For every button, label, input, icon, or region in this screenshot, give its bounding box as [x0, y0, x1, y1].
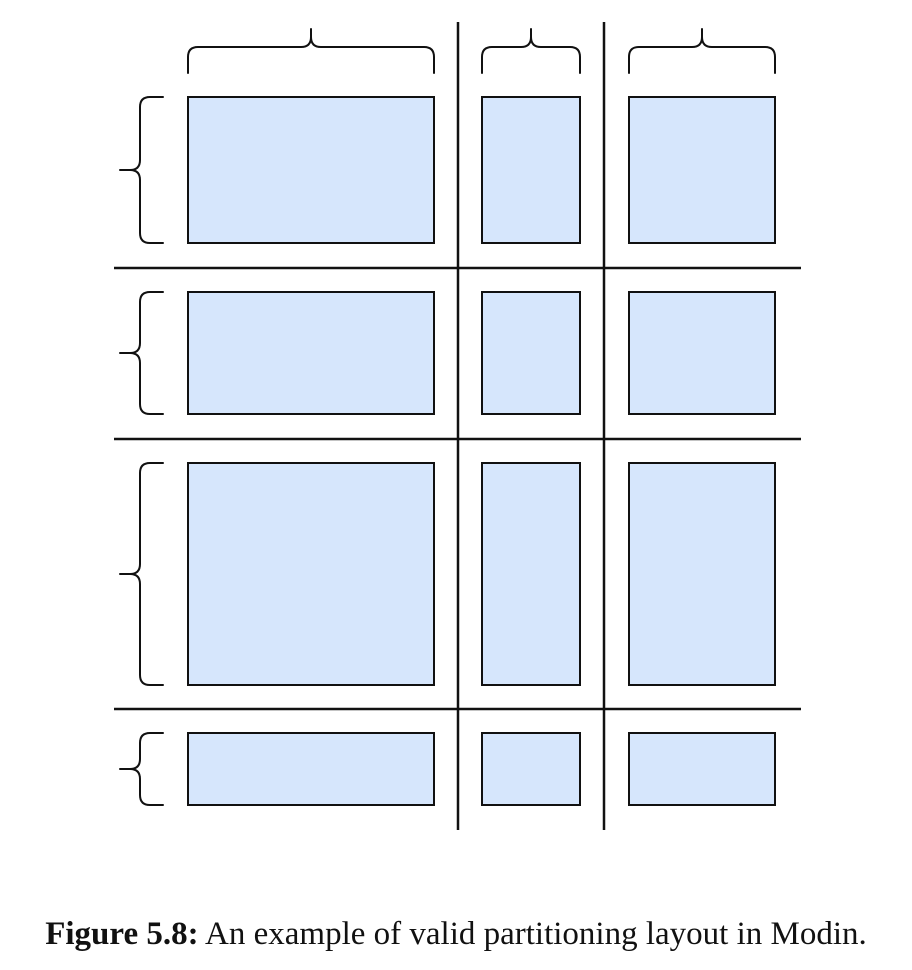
row-brace-2 — [119, 291, 164, 415]
row-brace-4 — [119, 732, 164, 806]
partition-r1-c1 — [187, 96, 435, 244]
row-brace-3 — [119, 462, 164, 686]
partition-r2-c3 — [628, 291, 776, 415]
partition-r2-c1 — [187, 291, 435, 415]
partition-r4-c3 — [628, 732, 776, 806]
partition-r3-c2 — [481, 462, 581, 686]
figure-label: Figure 5.8: — [45, 916, 199, 952]
partition-r1-c3 — [628, 96, 776, 244]
partitioning-diagram — [114, 22, 801, 830]
partition-r4-c1 — [187, 732, 435, 806]
column-brace-1 — [187, 28, 435, 74]
figure-caption-text: An example of valid partitioning layout … — [205, 916, 867, 952]
partition-r4-c2 — [481, 732, 581, 806]
partition-r3-c1 — [187, 462, 435, 686]
split-lines — [114, 22, 801, 830]
partition-r3-c3 — [628, 462, 776, 686]
column-brace-2 — [481, 28, 581, 74]
column-braces — [187, 28, 776, 74]
figure-caption: Figure 5.8: An example of valid partitio… — [0, 912, 912, 956]
row-braces — [119, 96, 164, 806]
column-brace-3 — [628, 28, 776, 74]
partition-r1-c2 — [481, 96, 581, 244]
partition-grid — [187, 96, 776, 806]
row-brace-1 — [119, 96, 164, 244]
partition-r2-c2 — [481, 291, 581, 415]
